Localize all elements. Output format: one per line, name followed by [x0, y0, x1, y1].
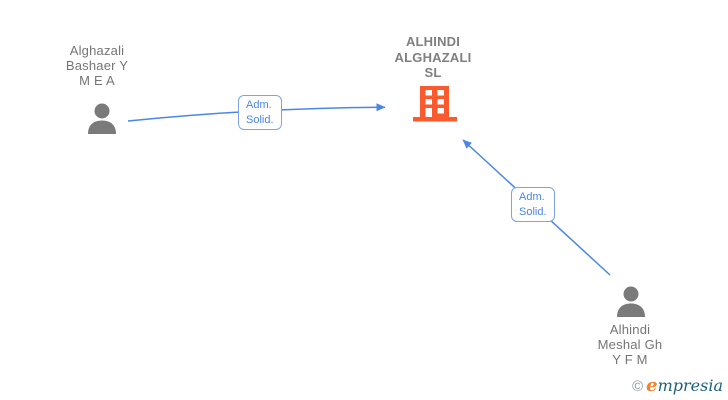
person-a-name-line3: M E A: [79, 73, 115, 88]
company-name[interactable]: ALHINDI ALGHAZALI SL: [348, 34, 518, 81]
edge-b-label: Adm. Solid.: [511, 187, 555, 222]
building-icon: [413, 86, 457, 122]
person-icon: [617, 286, 645, 317]
company-name-line3: SL: [424, 65, 442, 80]
edge-b-label-line1: Adm.: [519, 191, 545, 203]
company-name-line1: ALHINDI: [405, 34, 461, 49]
person-b-node[interactable]: [614, 284, 648, 323]
edge-b-label-line2: Solid.: [519, 205, 547, 218]
edge-a-label: Adm. Solid.: [238, 95, 282, 130]
brand-watermark: ©empresia: [632, 375, 723, 396]
brand-logo-text: mpresia: [657, 376, 723, 395]
person-b-name-line2: Meshal Gh: [597, 337, 663, 352]
person-a-name[interactable]: Alghazali Bashaer Y M E A: [17, 43, 177, 88]
person-a-name-line1: Alghazali: [69, 43, 125, 58]
person-b-name-line1: Alhindi: [609, 322, 651, 337]
copyright-icon: ©: [632, 378, 644, 395]
person-b-name-line3: Y F M: [612, 352, 648, 367]
person-b-name[interactable]: Alhindi Meshal Gh Y F M: [550, 322, 710, 367]
edge-a-label-line2: Solid.: [246, 113, 274, 126]
person-a-node[interactable]: [85, 101, 119, 140]
company-name-line2: ALGHAZALI: [394, 49, 472, 65]
person-icon: [88, 103, 116, 134]
person-a-name-line2: Bashaer Y: [65, 58, 129, 73]
brand-logo-initial: e: [646, 375, 658, 396]
edge-a-label-line1: Adm.: [246, 99, 272, 111]
company-node[interactable]: [412, 86, 458, 127]
